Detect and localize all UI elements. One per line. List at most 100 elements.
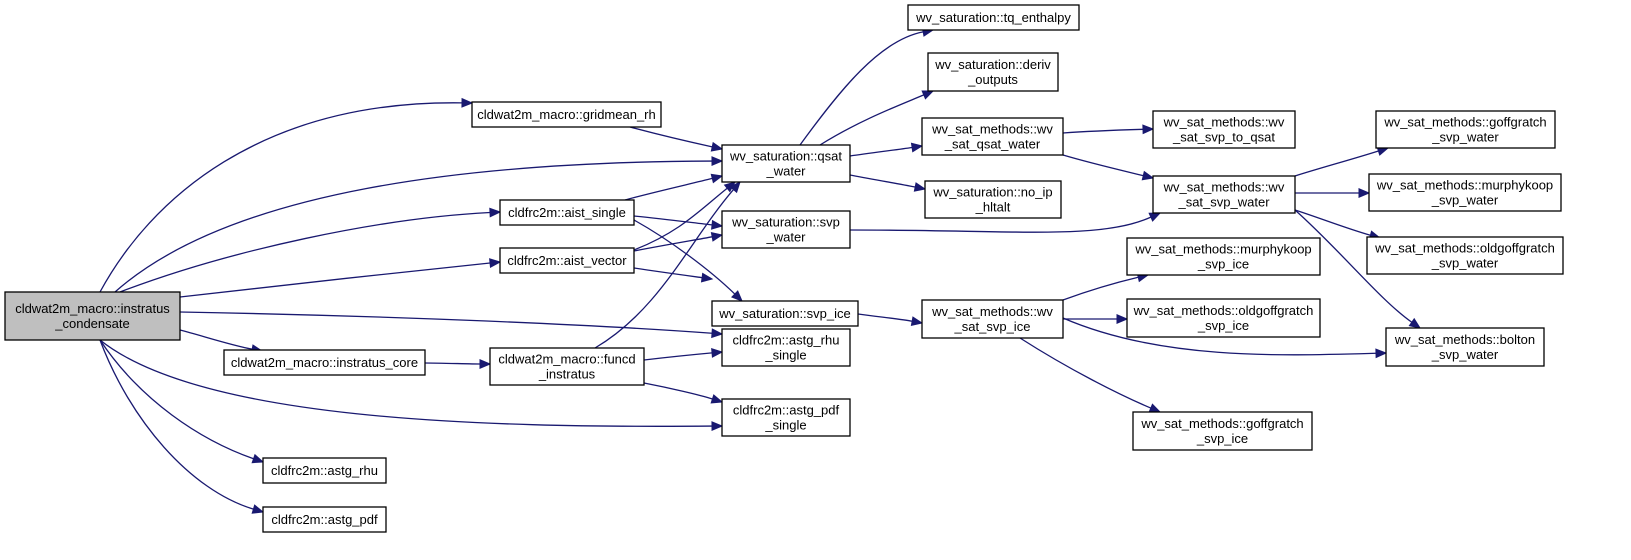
arrowhead-icon [711,421,724,432]
node-label: wv_saturation::no_ip [932,185,1052,200]
arrowhead-icon [710,232,724,242]
arrowhead-icon [461,97,474,108]
node-funcd-instratus[interactable]: cldwat2m_macro::funcd_instratus [489,347,645,386]
node-box [721,328,851,367]
node-box [721,210,851,249]
arrowhead-icon [251,504,265,514]
arrowhead-icon [251,453,265,464]
arrowhead-icon [710,141,724,152]
arrowhead-icon [711,156,724,166]
edge-wv_sat_qsat_water-to-wv_sat_svp_to_qsat [1062,128,1144,134]
node-bolton-svp-water[interactable]: wv_sat_methods::bolton_svp_water [1385,327,1545,367]
node-label: _svp_ice [1197,257,1249,272]
node-svp-ice[interactable]: wv_saturation::svp_ice [711,300,859,327]
edge-funcd_instratus-to-qsat_water [594,189,734,349]
node-label: _single [764,348,806,363]
node-wv-sat-svp-water[interactable]: wv_sat_methods::wv_sat_svp_water [1152,175,1296,214]
node-label: _sat_svp_ice [954,319,1031,334]
node-astg-pdf-single[interactable]: cldfrc2m::astg_pdf_single [721,398,851,437]
node-label: wv_sat_methods::wv [1163,115,1285,130]
node-aist-vector[interactable]: cldfrc2m::aist_vector [499,247,635,274]
node-box [927,52,1059,92]
node-no-ip-hltalt[interactable]: wv_saturation::no_ip_hltalt [924,180,1062,219]
arrowhead-icon [1148,212,1162,222]
edge-wv_sat_svp_water-to-goffgratch_svp_water [1294,150,1379,177]
node-box [1366,236,1564,275]
node-label: wv_sat_methods::murphykoop [1376,178,1553,193]
edge-wv_sat_svp_water-to-bolton_svp_water [1294,209,1413,323]
node-box [711,300,859,327]
node-box [499,247,635,274]
node-label: _sat_svp_to_qsat [1172,130,1275,145]
edge-wv_sat_svp_ice-to-murphykoop_svp_ice [1062,276,1139,301]
edge-wv_sat_svp_water-to-oldgoffgratch_svp_water [1294,209,1371,236]
node-label: cldwat2m_macro::instratus [15,301,170,316]
edge-wv_sat_svp_ice-to-bolton_svp_water [1062,317,1377,356]
node-label: _instratus [538,367,596,382]
node-box [907,4,1080,31]
edge-aist_vector-to-svp_water [633,236,713,252]
node-murphykoop-svp-ice[interactable]: wv_sat_methods::murphykoop_svp_ice [1126,237,1321,276]
node-wv-sat-qsat-water[interactable]: wv_sat_methods::wv_sat_qsat_water [921,117,1064,156]
edge-qsat_water-to-deriv_outputs [819,94,925,146]
node-box [1375,110,1556,149]
node-label: cldfrc2m::astg_pdf [271,512,378,527]
node-label: _svp_water [1431,193,1499,208]
node-wv-sat-svp-to-qsat[interactable]: wv_sat_methods::wv_sat_svp_to_qsat [1152,110,1296,149]
arrowhead-icon [710,394,724,404]
node-deriv-outputs[interactable]: wv_saturation::deriv_outputs [927,52,1059,92]
node-label: _hltalt [975,200,1011,215]
node-box [921,117,1064,156]
node-astg-pdf[interactable]: cldfrc2m::astg_pdf [262,506,387,533]
edge-root-to-qsat_water [114,160,713,293]
node-box [489,347,645,386]
node-box [262,457,387,484]
node-oldgoffgratch-svp-water[interactable]: wv_sat_methods::oldgoffgratch_svp_water [1366,236,1564,275]
edge-root-to-astg_pdf [99,339,254,510]
node-label: cldwat2m_macro::instratus_core [231,355,418,370]
node-label: cldfrc2m::astg_pdf [733,403,840,418]
node-qsat-water[interactable]: wv_saturation::qsat_water [721,144,851,183]
node-label: cldfrc2m::aist_single [508,205,626,220]
arrowhead-icon [711,348,724,358]
arrowhead-icon [1142,124,1155,135]
node-label: cldwat2m_macro::gridmean_rh [477,107,655,122]
node-oldgoffgratch-svp-ice[interactable]: wv_sat_methods::oldgoffgratch_svp_ice [1126,298,1321,338]
node-label: wv_sat_methods::wv [931,304,1053,319]
node-label: cldwat2m_macro::funcd [498,352,635,367]
node-gridmean-rh[interactable]: cldwat2m_macro::gridmean_rh [471,101,662,128]
node-label: _svp_ice [1197,318,1249,333]
node-label: wv_saturation::svp [731,215,840,230]
node-goffgratch-svp-ice[interactable]: wv_sat_methods::goffgratch_svp_ice [1132,411,1313,451]
node-box [1385,327,1545,367]
node-box [924,180,1062,219]
node-label: cldfrc2m::astg_rhu [733,333,840,348]
node-instratus-core[interactable]: cldwat2m_macro::instratus_core [223,349,426,376]
node-svp-water[interactable]: wv_saturation::svp_water [721,210,851,249]
node-astg-rhu-single[interactable]: cldfrc2m::astg_rhu_single [721,328,851,367]
edge-aist_vector-to-svp_ice [633,267,703,279]
node-astg-rhu[interactable]: cldfrc2m::astg_rhu [262,457,387,484]
edge-qsat_water-to-tq_enthalpy [799,31,924,146]
arrowhead-icon [921,90,935,100]
node-root[interactable]: cldwat2m_macro::instratus_condensate [4,291,181,341]
edge-qsat_water-to-no_ip_hltalt [849,174,916,188]
node-label: _svp_ice [1196,431,1248,446]
node-label: cldfrc2m::aist_vector [507,253,627,268]
node-wv-sat-svp-ice[interactable]: wv_sat_methods::wv_sat_svp_ice [921,299,1064,339]
edge-aist_single-to-qsat_water [624,177,713,201]
node-tq-enthalpy[interactable]: wv_saturation::tq_enthalpy [907,4,1080,31]
node-label: wv_sat_methods::wv [931,122,1053,137]
node-goffgratch-svp-water[interactable]: wv_sat_methods::goffgratch_svp_water [1375,110,1556,149]
arrowhead-icon [711,219,724,230]
node-murphykoop-svp-water[interactable]: wv_sat_methods::murphykoop_svp_water [1368,173,1562,212]
node-aist-single[interactable]: cldfrc2m::aist_single [499,199,635,226]
node-label: wv_saturation::deriv [934,57,1051,72]
edge-instratus_core-to-funcd_instratus [424,362,481,365]
node-box [1152,110,1296,149]
arrowhead-icon [711,328,724,339]
arrowhead-icon [913,182,927,192]
edge-aist_vector-to-qsat_water [633,187,728,251]
node-label: wv_saturation::svp_ice [718,306,851,321]
